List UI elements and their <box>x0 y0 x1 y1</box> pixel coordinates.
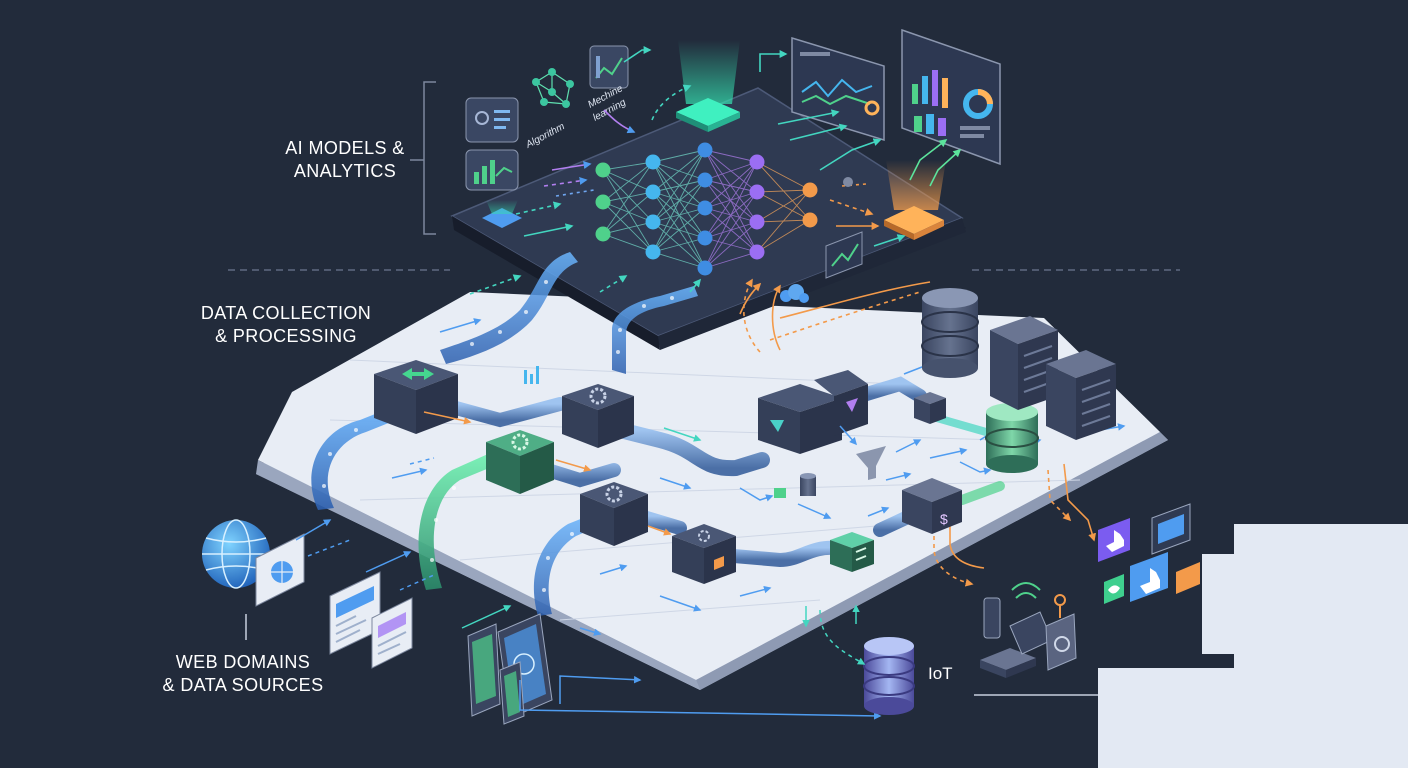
data-collection-processing-label: DATA COLLECTION & PROCESSING <box>188 302 384 348</box>
web-domains-label-line2: & DATA SOURCES <box>140 674 346 697</box>
svg-text:$: $ <box>940 511 948 527</box>
database-icon-green <box>986 403 1038 473</box>
ai-models-label-line1: AI MODELS & <box>268 137 422 160</box>
ai-processor-chip-teal <box>676 40 740 132</box>
shuffle-cube <box>830 532 874 572</box>
iot-label: IoT <box>928 664 968 684</box>
puzzle-icon <box>672 524 736 584</box>
web-domains-data-sources-label: WEB DOMAINS & DATA SOURCES <box>140 651 346 697</box>
ai-models-analytics-label: AI MODELS & ANALYTICS <box>268 137 422 183</box>
data-collection-label-line1: DATA COLLECTION <box>188 302 384 325</box>
social-media-icon <box>1098 504 1200 604</box>
algorithm-network-icon <box>532 68 574 108</box>
small-cube <box>914 392 946 424</box>
wifi-router-icon <box>980 583 1076 678</box>
database-icon <box>922 288 978 378</box>
server-rack-icon-2 <box>1046 350 1116 440</box>
ai-models-label-line2: ANALYTICS <box>268 160 422 183</box>
algorithm-label: Algorithm <box>523 121 566 151</box>
database-icon-iot <box>864 637 914 715</box>
web-domains-label-line1: WEB DOMAINS <box>140 651 346 674</box>
dashboard-bars-icon <box>902 30 1000 164</box>
blank-panels <box>1098 524 1408 768</box>
data-collection-label-line2: & PROCESSING <box>188 325 384 348</box>
tablet-icon <box>468 614 552 724</box>
